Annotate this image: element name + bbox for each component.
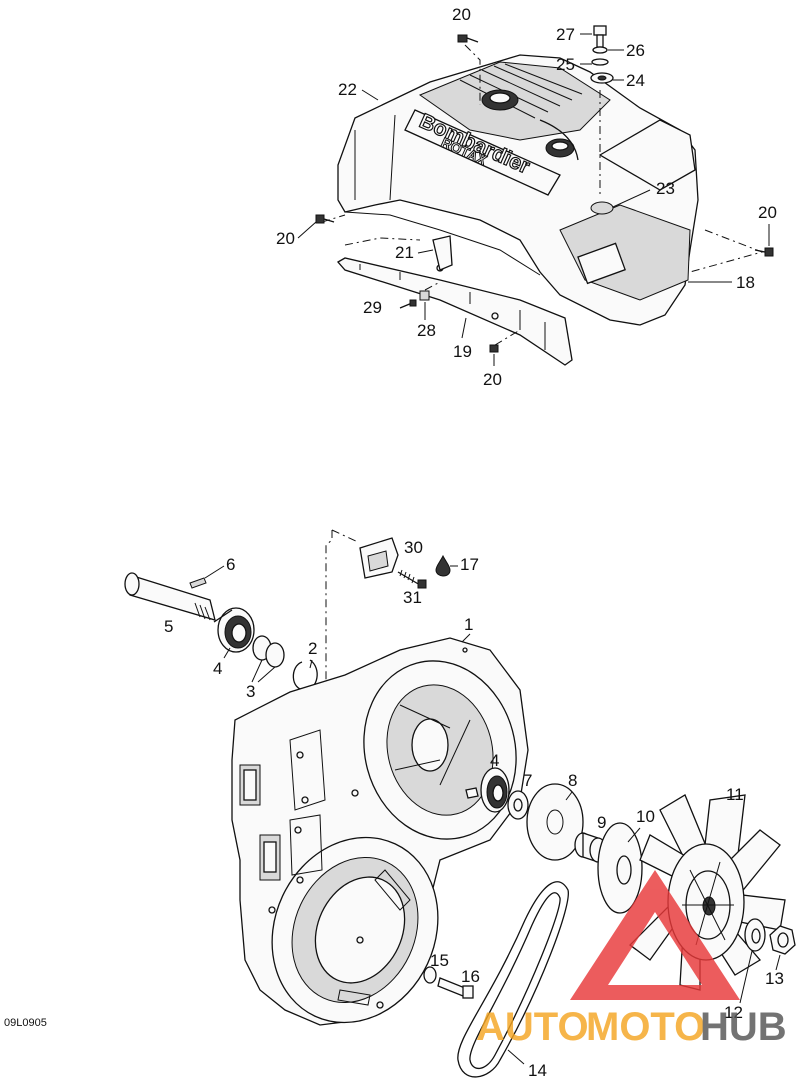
callout-23: 23 (656, 179, 675, 198)
clip-28 (419, 290, 430, 301)
callout-17: 17 (460, 555, 479, 574)
callout-3: 3 (246, 682, 255, 701)
watermark-logo: AUTO MOTO HUB (476, 870, 787, 1049)
callout-10: 10 (636, 807, 655, 826)
callout-28: 28 (417, 321, 436, 340)
callout-21: 21 (395, 243, 414, 262)
bolt-27 (593, 25, 607, 48)
callout-9: 9 (597, 813, 606, 832)
callout-11: 11 (726, 785, 744, 804)
upper-callouts: 20 27 26 25 24 22 23 20 20 21 18 29 28 1… (276, 5, 777, 389)
bearing-4-right (465, 767, 510, 813)
callout-4a: 4 (213, 659, 222, 678)
bearing-4-left (213, 607, 255, 653)
grommet-24 (590, 72, 614, 84)
callout-12: 12 (724, 1003, 743, 1022)
callout-29: 29 (363, 298, 382, 317)
callout-16: 16 (461, 967, 480, 986)
callout-30: 30 (404, 538, 423, 557)
bolt-20-bottom (489, 344, 499, 353)
bolt-20-top (457, 34, 479, 43)
pulley-10 (597, 822, 643, 914)
sleeve-9 (574, 832, 607, 863)
callout-1: 1 (464, 615, 473, 634)
drop-icon-17 (435, 554, 451, 577)
callout-25: 25 (556, 55, 575, 74)
grommet-23 (590, 201, 614, 215)
callout-26: 26 (626, 41, 645, 60)
callout-20c: 20 (276, 229, 295, 248)
screw-31 (397, 569, 427, 589)
bolt-20-right (754, 247, 774, 257)
lower-callouts: 6 30 17 31 5 1 4 2 3 4 7 8 11 10 9 15 16… (164, 538, 784, 1080)
callout-27: 27 (556, 25, 575, 44)
callout-20a: 20 (452, 5, 471, 24)
callout-2: 2 (308, 639, 317, 658)
watermark-text-moto: MOTO (586, 1005, 705, 1049)
shaft-5 (124, 572, 216, 621)
callout-31: 31 (403, 588, 422, 607)
washer-26 (592, 46, 608, 54)
washer-15 (423, 966, 437, 984)
callout-14: 14 (528, 1061, 547, 1080)
belt-14 (457, 881, 569, 1078)
washer-25 (591, 58, 609, 66)
upper-cover-assembly: Bombardier ROTAX (315, 25, 774, 366)
callout-5: 5 (164, 617, 173, 636)
callout-15: 15 (430, 951, 449, 970)
callout-13: 13 (765, 969, 784, 988)
screw-29 (399, 299, 417, 309)
watermark-text-hub: HUB (700, 1005, 787, 1049)
watermark-text-auto: AUTO (476, 1005, 589, 1049)
callout-24: 24 (626, 71, 645, 90)
callout-20d: 20 (483, 370, 502, 389)
bolt-20-left (315, 214, 335, 224)
nut-13 (769, 925, 796, 955)
shim-3b (265, 642, 285, 668)
callout-6: 6 (226, 555, 235, 574)
callout-7: 7 (523, 771, 532, 790)
callout-22: 22 (338, 80, 357, 99)
callout-20b: 20 (758, 203, 777, 222)
callout-18: 18 (736, 273, 755, 292)
key-6 (189, 577, 207, 589)
bolt-16 (437, 977, 474, 999)
callout-8: 8 (568, 771, 577, 790)
fan-housing-1 (231, 637, 529, 1026)
plate-8 (526, 783, 584, 861)
watermark-triangle (570, 870, 740, 1000)
diagram-code: 09L0905 (4, 1017, 47, 1029)
clip-30 (359, 537, 399, 579)
callout-19: 19 (453, 342, 472, 361)
callout-4b: 4 (490, 751, 499, 770)
